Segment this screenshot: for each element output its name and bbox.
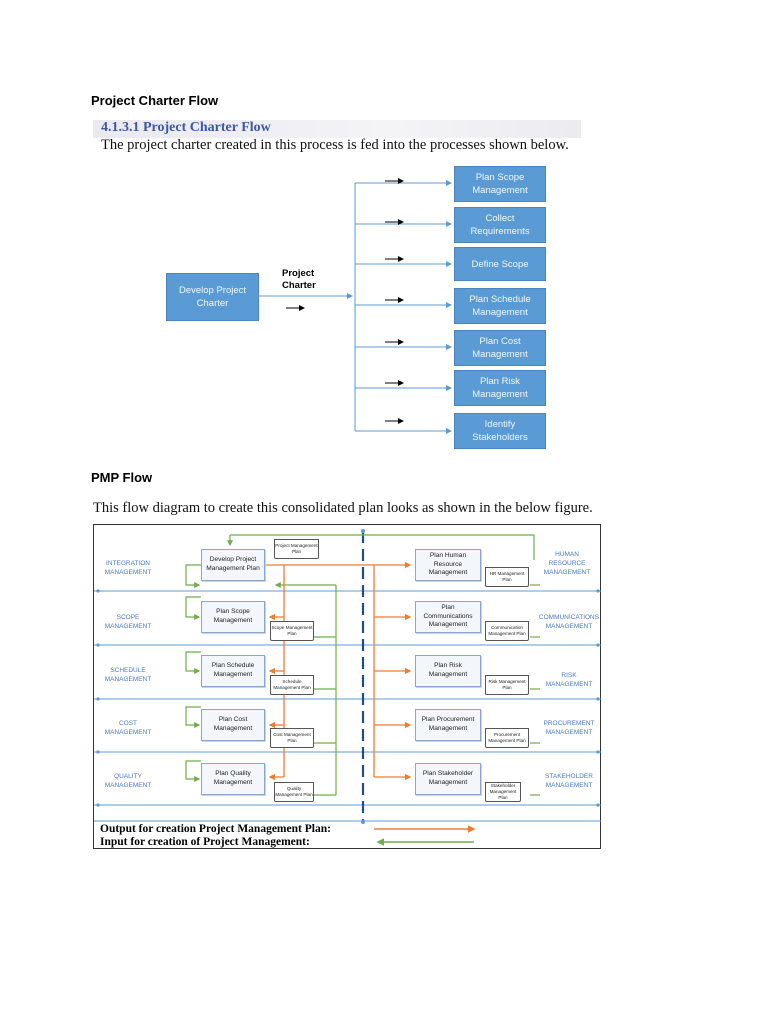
document-stakeholder-management-plan: Stakeholder Management Plan <box>485 782 521 802</box>
figure-banner-title: 4.1.3.1 Project Charter Flow <box>101 120 271 135</box>
process-plan-stakeholder-management: Plan Stakeholder Management <box>415 763 481 795</box>
area-label-communications: COMMUNICATIONS MANAGEMENT <box>538 614 600 630</box>
develop-project-charter-box: Develop Project Charter <box>166 273 259 321</box>
document-label: Quality Management Plan <box>275 786 313 797</box>
figure-caption: The project charter created in this proc… <box>101 137 569 153</box>
process-label: Plan Schedule Management <box>211 662 255 678</box>
document-label: Scope Management Plan <box>271 625 313 636</box>
target-label: Plan Schedule Management <box>469 294 531 318</box>
process-plan-quality-management: Plan Quality Management <box>201 763 265 795</box>
document-project-management-plan: Project Management Plan <box>274 539 319 559</box>
target-box-plan-scope-management: Plan Scope Management <box>454 166 546 202</box>
document-hr-management-plan: HR Management Plan <box>485 567 529 587</box>
process-label: Plan Stakeholder Management <box>422 770 474 786</box>
document-quality-management-plan: Quality Management Plan <box>274 782 314 802</box>
document-label: Schedule Management Plan <box>273 679 311 690</box>
figure-banner: 4.1.3.1 Project Charter Flow <box>93 120 581 138</box>
target-label: Plan Risk Management <box>472 376 528 400</box>
document-scope-management-plan: Scope Management Plan <box>270 621 314 641</box>
document-label: Procurement Management Plan <box>488 732 526 743</box>
process-plan-human-resource-management: Plan Human Resource Management <box>415 549 481 581</box>
area-label-quality: QUALITY MANAGEMENT <box>104 773 152 789</box>
section-heading-pmp-flow: PMP Flow <box>91 470 153 485</box>
document-procurement-management-plan: Procurement Management Plan <box>485 728 529 748</box>
area-label-integration: INTEGRATION MANAGEMENT <box>104 560 152 576</box>
document-risk-management-plan: Risk Management Plan <box>485 675 529 695</box>
process-plan-scope-management: Plan Scope Management <box>201 601 265 633</box>
area-label-procurement: PROCUREMENT MANAGEMENT <box>543 720 595 736</box>
develop-project-charter-label: Develop Project Charter <box>178 285 247 309</box>
area-label-scope: SCOPE MANAGEMENT <box>104 614 152 630</box>
area-label-stakeholder: STAKEHOLDER MANAGEMENT <box>545 773 593 789</box>
area-label-cost: COST MANAGEMENT <box>104 720 152 736</box>
process-plan-procurement-management: Plan Procurement Management <box>415 709 481 741</box>
target-box-plan-schedule-management: Plan Schedule Management <box>454 288 546 324</box>
document-cost-management-plan: Cost Management Plan <box>270 728 314 748</box>
process-develop-project-management-plan: Develop Project Management Plan <box>201 549 265 581</box>
pmp-flow-figure: INTEGRATION MANAGEMENT SCOPE MANAGEMENT … <box>93 524 601 849</box>
process-label: Plan Communications Management <box>423 604 473 629</box>
process-label: Plan Scope Management <box>213 608 253 624</box>
area-label-human-resource: HUMAN RESOURCE MANAGEMENT <box>543 551 591 576</box>
process-plan-risk-management: Plan Risk Management <box>415 655 481 687</box>
pmp-flow-lines <box>94 529 601 846</box>
process-label: Plan Human Resource Management <box>428 552 468 577</box>
document-communication-management-plan: Communication Management Plan <box>485 621 529 641</box>
document-label: Risk Management Plan <box>488 679 526 690</box>
target-label: Collect Requirements <box>470 213 530 237</box>
legend-input: Input for creation of Project Management… <box>100 836 310 848</box>
legend-output: Output for creation Project Management P… <box>100 823 331 835</box>
process-plan-communications-management: Plan Communications Management <box>415 601 481 633</box>
target-label: Identify Stakeholders <box>472 419 528 443</box>
target-box-define-scope: Define Scope <box>454 247 546 281</box>
document-label: Communication Management Plan <box>488 625 526 636</box>
process-label: Plan Procurement Management <box>421 716 475 732</box>
output-label-line-1: Project <box>282 268 315 279</box>
process-label: Plan Risk Management <box>428 662 468 678</box>
process-label: Plan Cost Management <box>213 716 253 732</box>
project-charter-flow-figure: 4.1.3.1 Project Charter Flow The project… <box>93 120 581 452</box>
target-box-collect-requirements: Collect Requirements <box>454 207 546 243</box>
area-label-risk: RISK MANAGEMENT <box>545 672 593 688</box>
document-label: Stakeholder Management Plan <box>489 783 517 800</box>
section-heading-project-charter-flow: Project Charter Flow <box>91 93 219 108</box>
target-box-plan-risk-management: Plan Risk Management <box>454 370 546 406</box>
process-plan-cost-management: Plan Cost Management <box>201 709 265 741</box>
charter-flow-connectors <box>259 178 452 434</box>
process-label: Develop Project Management Plan <box>206 556 260 572</box>
process-plan-schedule-management: Plan Schedule Management <box>201 655 265 687</box>
target-label: Plan Scope Management <box>472 172 528 196</box>
pmp-figure-caption: This flow diagram to create this consoli… <box>93 500 593 516</box>
target-box-plan-cost-management: Plan Cost Management <box>454 330 546 366</box>
area-label-schedule: SCHEDULE MANAGEMENT <box>104 667 152 683</box>
target-label: Define Scope <box>471 258 529 270</box>
document-label: Project Management Plan <box>275 543 318 554</box>
target-box-identify-stakeholders: Identify Stakeholders <box>454 413 546 449</box>
target-label: Plan Cost Management <box>472 336 528 360</box>
document-label: Cost Management Plan <box>273 732 311 743</box>
document-label: HR Management Plan <box>489 571 525 582</box>
document-schedule-management-plan: Schedule Management Plan <box>270 675 314 695</box>
process-label: Plan Quality Management <box>213 770 253 786</box>
project-charter-output-label: Project Charter <box>282 268 316 292</box>
output-label-line-2: Charter <box>282 280 316 291</box>
